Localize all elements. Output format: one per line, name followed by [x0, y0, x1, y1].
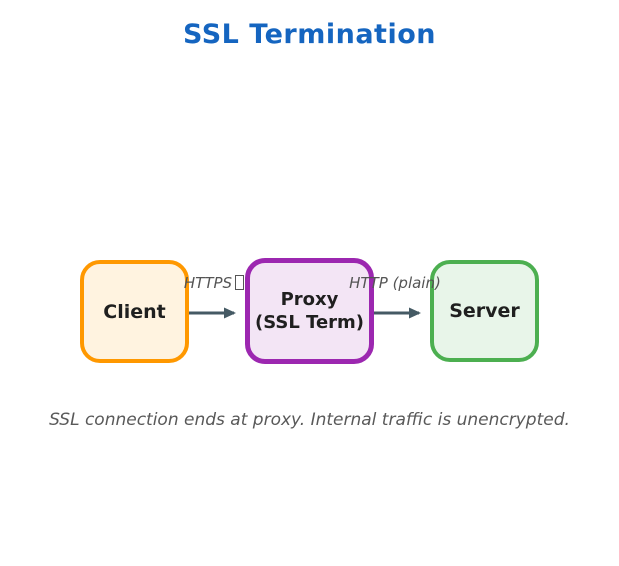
diagram-caption: SSL connection ends at proxy. Internal t… [49, 410, 570, 430]
node-proxy-label-line1: Proxy [280, 289, 339, 310]
node-proxy-label-line2: (SSL Term) [254, 312, 365, 333]
edge-label-https-text: HTTPS [183, 274, 233, 292]
node-client-label: Client [103, 300, 166, 323]
node-client: Client [80, 260, 189, 363]
diagram-title: SSL Termination [182, 19, 436, 50]
edge-label-http-text: HTTP (plain) [349, 274, 441, 292]
lock-glyph-missing-box [235, 275, 245, 290]
node-server: Server [430, 260, 539, 362]
edge-label-http: HTTP (plain) [333, 274, 457, 292]
node-proxy: Proxy (SSL Term) [245, 258, 374, 364]
node-server-label: Server [449, 300, 520, 322]
edge-label-https: HTTPS [155, 274, 273, 292]
